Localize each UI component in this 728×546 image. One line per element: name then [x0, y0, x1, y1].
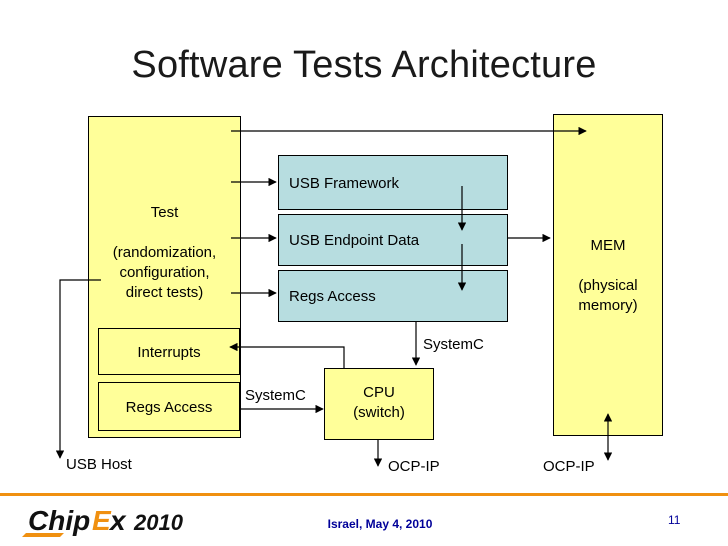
test-label-line-3: (randomization, [112, 244, 217, 261]
svg-text:E: E [92, 505, 112, 536]
svg-text:Chip: Chip [28, 505, 90, 536]
test-block-label: Test (randomization, configuration, dire… [88, 203, 241, 303]
cpu-label-line-1: CPU [363, 384, 395, 401]
usb-framework-block: USB Framework [278, 155, 508, 210]
systemc-label-right: SystemC [423, 336, 484, 353]
svg-text:x: x [108, 505, 127, 536]
regs-access-center-block: Regs Access [278, 270, 508, 322]
mem-panel [553, 114, 663, 436]
chipex-logo: Chip E x 2010 [22, 505, 184, 537]
usb-endpoint-data-block: USB Endpoint Data [278, 214, 508, 266]
regs-access-center-label: Regs Access [289, 288, 376, 305]
cpu-block: CPU (switch) [324, 368, 434, 440]
mem-label-line-4: memory) [578, 297, 638, 314]
page-number: 11 [668, 513, 681, 527]
slide-title: Software Tests Architecture [131, 44, 597, 86]
test-label-line-1: Test [150, 204, 179, 221]
cpu-to-interrupts-arrow [229, 342, 345, 368]
mem-label-line-1: MEM [590, 237, 626, 254]
systemc-label-left: SystemC [245, 387, 306, 404]
mem-label-line-3: (physical [578, 277, 638, 294]
usb-host-line [55, 279, 101, 459]
test-label-line-5: direct tests) [125, 284, 204, 301]
mem-block-label: MEM (physical memory) [553, 236, 663, 316]
footer-accent-bar [0, 493, 728, 496]
regs-access-left-block: Regs Access [98, 382, 240, 431]
interrupts-block: Interrupts [98, 328, 240, 375]
interrupts-label: Interrupts [137, 344, 201, 361]
svg-text:2010: 2010 [133, 510, 184, 535]
ocp-ip-cpu-label: OCP-IP [388, 458, 440, 475]
ocp-ip-mem-label: OCP-IP [543, 458, 595, 475]
usb-host-label: USB Host [66, 456, 132, 473]
test-label-line-4: configuration, [119, 264, 210, 281]
usb-framework-label: USB Framework [289, 175, 400, 192]
regs-access-left-label: Regs Access [125, 399, 213, 416]
footer-event: Israel, May 4, 2010 [327, 517, 433, 531]
cpu-label-line-2: (switch) [353, 404, 405, 421]
usb-endpoint-data-label: USB Endpoint Data [289, 232, 420, 249]
